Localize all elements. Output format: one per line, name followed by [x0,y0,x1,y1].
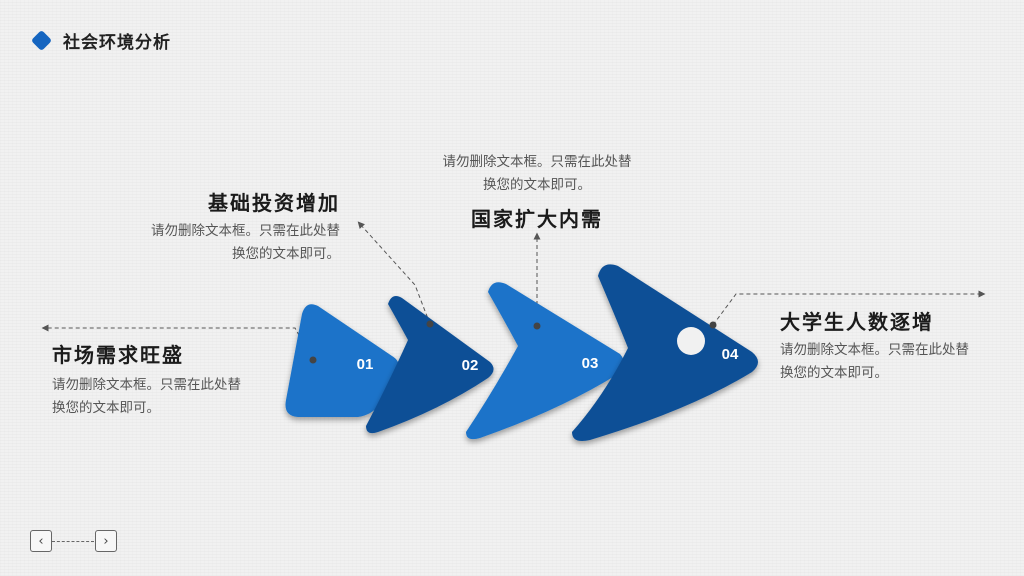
item-02-desc-line2: 换您的文本即可。 [232,246,340,262]
chevron-left-icon: ‹ [38,533,44,549]
dot-02 [426,320,434,328]
item-04-block: 大学生人数逐增 请勿删除文本框。只需在此处替 换您的文本即可。 [780,306,969,385]
arrow-number-01: 01 [357,356,374,373]
chevron-right-icon: › [103,533,109,549]
item-03-title: 国家扩大内需 [471,207,603,231]
item-03-desc-line2: 换您的文本即可。 [483,177,591,193]
leader-line-01 [41,324,314,361]
item-04-title: 大学生人数逐增 [780,310,934,334]
item-01-desc-line2: 换您的文本即可。 [52,400,160,416]
item-01-desc-line1: 请勿删除文本框。只需在此处替 [52,377,241,393]
item-01-block: 市场需求旺盛 请勿删除文本框。只需在此处替 换您的文本即可。 [52,339,241,420]
item-01-title: 市场需求旺盛 [52,343,184,367]
arrow-shape-01 [285,304,400,417]
arrow-number-02: 02 [462,357,479,374]
page-title: 社会环境分析 [63,32,171,53]
item-02-block: 基础投资增加 请勿删除文本框。只需在此处替 换您的文本即可。 [100,187,340,266]
arrow-number-04: 04 [722,346,739,363]
nav-divider [52,541,94,542]
arrow-shape-03 [466,282,625,440]
item-03-block: 请勿删除文本框。只需在此处替 换您的文本即可。 国家扩大内需 [417,151,657,232]
page-header: 社会环境分析 [30,28,171,53]
arrow-shape-02 [366,296,494,434]
dot-01 [309,356,317,364]
item-02-title: 基础投资增加 [208,191,340,215]
arrow-04-hole [677,327,705,355]
arrow-number-03: 03 [582,355,599,372]
prev-button[interactable]: ‹ [30,530,52,552]
dot-04 [709,321,717,329]
leader-line-04 [712,290,986,326]
dot-03 [533,322,541,330]
item-04-desc-line2: 换您的文本即可。 [780,365,888,381]
next-button[interactable]: › [95,530,117,552]
item-04-desc-line1: 请勿删除文本框。只需在此处替 [780,342,969,358]
arrow-shape-04 [572,264,758,441]
item-03-desc-line1: 请勿删除文本框。只需在此处替 [442,154,632,170]
item-02-desc-line1: 请勿删除文本框。只需在此处替 [151,223,340,239]
